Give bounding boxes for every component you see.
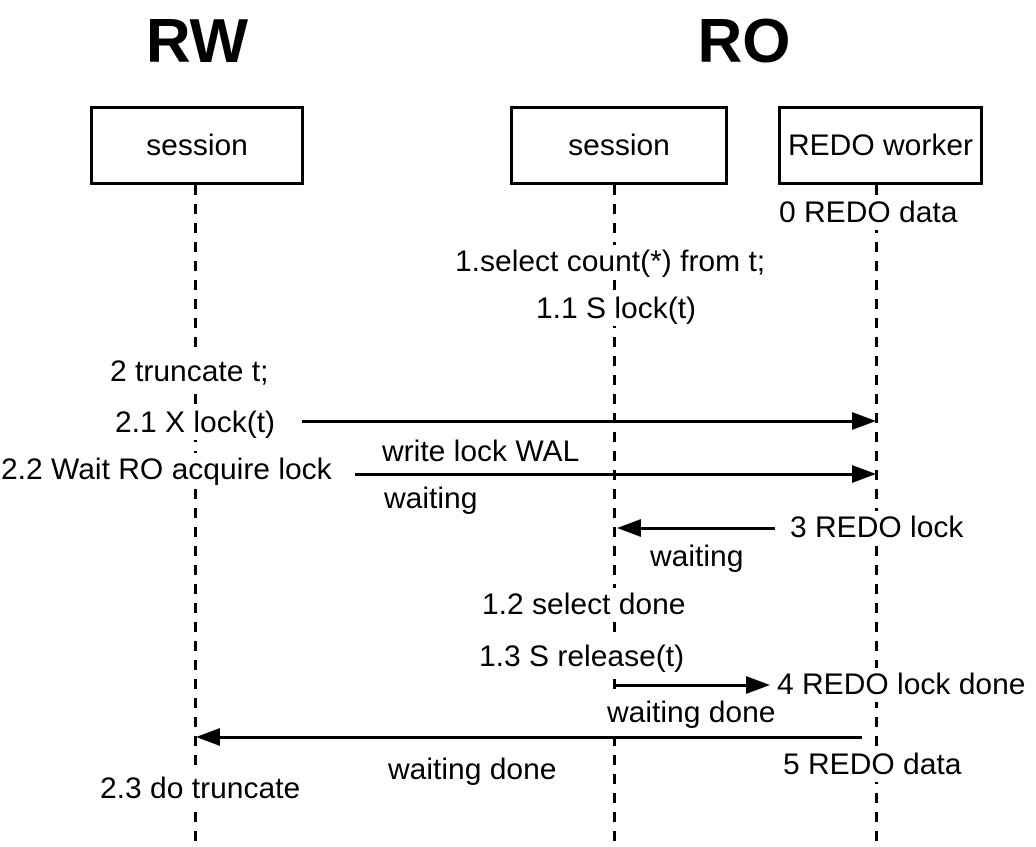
actor-label-rw-session: session [146,128,248,162]
message-arrow-write-lock-wal [355,465,876,483]
message-arrow-waiting-done [196,728,862,746]
ro-group-title: RO [697,7,791,76]
arrowhead-right-icon [746,676,770,694]
annotation-waiting-done-ro: waiting done [607,696,776,730]
arrow-line [637,526,775,530]
actor-box-ro-session: session [510,106,728,185]
arrowhead-right-icon [852,465,876,483]
arrowhead-left-icon [196,728,220,746]
annotation-select-count: 1.select count(*) from t; [455,245,766,279]
annotation-s-release: 1.3 S release(t) [479,640,685,674]
arrowhead-left-icon [617,519,641,537]
lifeline-ro-session [613,185,616,847]
arrow-line [355,472,856,476]
annotation-redo-lock-done-4: 4 REDO lock done [777,668,1026,702]
message-arrow-x-lock [302,412,876,430]
arrow-line [302,419,856,423]
rw-group-title: RW [145,7,249,76]
annotation-s-lock: 1.1 S lock(t) [536,292,697,326]
annotation-truncate: 2 truncate t; [110,355,269,389]
annotation-write-lock-wal: write lock WAL [382,435,580,469]
annotation-waiting-ro: waiting [650,540,744,574]
actor-label-redo-worker: REDO worker [787,128,974,162]
lifeline-rw-session [194,185,197,847]
annotation-select-done: 1.2 select done [482,588,686,622]
arrowhead-right-icon [852,412,876,430]
message-arrow-redo-lock [617,519,775,537]
annotation-x-lock: 2.1 X lock(t) [115,406,276,440]
annotation-waiting-rw: waiting [384,482,478,516]
annotation-redo-data-5: 5 REDO data [783,748,962,782]
message-arrow-redo-lock-done [614,676,770,694]
annotation-waiting-done-rw: waiting done [388,753,557,787]
arrow-line [614,683,750,687]
actor-box-redo-worker: REDO worker [778,106,983,185]
arrow-line [216,735,862,739]
annotation-redo-data-0: 0 REDO data [779,196,958,230]
actor-box-rw-session: session [90,106,304,185]
annotation-redo-lock-3: 3 REDO lock [790,511,964,545]
annotation-do-truncate: 2.3 do truncate [100,772,301,806]
annotation-wait-ro-acquire-lock: 2.2 Wait RO acquire lock [1,453,332,487]
actor-label-ro-session: session [568,128,670,162]
